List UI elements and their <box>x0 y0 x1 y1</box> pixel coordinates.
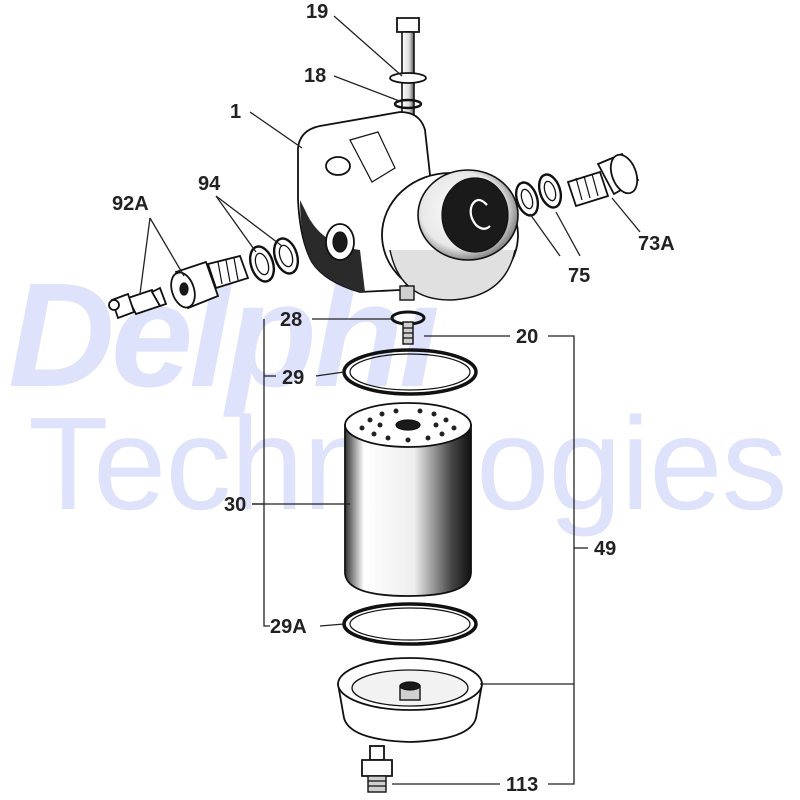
drain-plug-113 <box>361 745 393 793</box>
fitting-73A <box>566 152 640 208</box>
filter-head-1 <box>297 111 519 301</box>
label-28: 28 <box>280 309 302 331</box>
label-73A: 73A <box>638 233 675 255</box>
washers-75 <box>514 173 563 217</box>
washers-94 <box>248 237 300 283</box>
label-49: 49 <box>594 538 616 560</box>
seal-29A <box>342 602 478 646</box>
label-1: 1 <box>230 101 241 123</box>
label-29A: 29A <box>270 616 307 638</box>
o-ring-18 <box>393 98 423 110</box>
label-29: 29 <box>282 367 304 389</box>
label-113: 113 <box>506 774 538 796</box>
label-92A: 92A <box>112 193 149 215</box>
label-75: 75 <box>568 265 590 287</box>
base-bowl-49 <box>336 657 484 743</box>
vent-screw-92A <box>108 286 168 320</box>
banjo-bolt-92A <box>170 254 250 310</box>
label-19: 19 <box>306 1 328 23</box>
stud-20 <box>402 321 414 345</box>
label-30: 30 <box>224 494 246 516</box>
label-94: 94 <box>198 173 221 195</box>
seal-29 <box>342 348 478 396</box>
filter-element-30 <box>344 402 472 597</box>
label-18: 18 <box>304 65 326 87</box>
label-20: 20 <box>516 326 538 348</box>
leader-lines <box>139 15 641 785</box>
